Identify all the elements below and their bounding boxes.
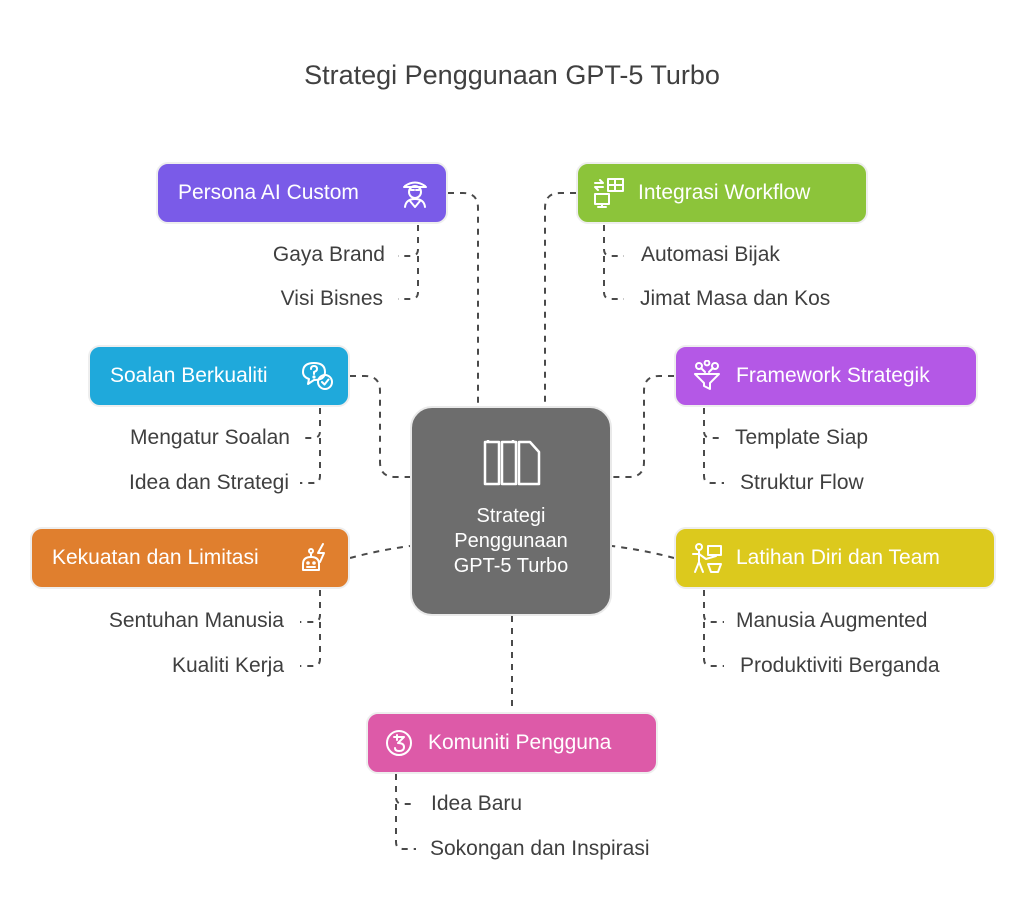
- columns-icon: [483, 440, 541, 486]
- branch-framework-2: [703, 438, 724, 484]
- connector-soalan: [350, 375, 410, 478]
- connector-persona: [448, 192, 479, 406]
- center-node: Strategi Penggunaan GPT-5 Turbo: [410, 406, 612, 616]
- node-latihan-label: Latihan Diri dan Team: [736, 546, 940, 569]
- node-komuniti: Komuniti Pengguna: [366, 712, 658, 774]
- branch-komuniti-2: [395, 804, 416, 850]
- center-label-line-2: Penggunaan: [454, 530, 568, 552]
- branch-komuniti-1: [395, 774, 416, 805]
- branch-persona-2: [398, 256, 419, 300]
- node-persona-label: Persona AI Custom: [178, 181, 359, 204]
- branch-soalan-2: [300, 438, 321, 484]
- node-latihan: Latihan Diri dan Team: [674, 527, 996, 589]
- center-label: Strategi Penggunaan GPT-5 Turbo: [412, 504, 610, 579]
- robot-bolt-icon: [300, 541, 334, 575]
- connector-latihan: [611, 545, 675, 559]
- node-integrasi-label: Integrasi Workflow: [638, 181, 811, 204]
- node-soalan: Soalan Berkualiti: [88, 345, 350, 407]
- connector-framework: [612, 375, 674, 478]
- connector-kekuatan: [349, 545, 411, 559]
- latihan-item-1: Manusia Augmented: [736, 609, 928, 632]
- center-label-line-3: GPT-5 Turbo: [453, 555, 569, 577]
- latihan-item-2: Produktiviti Berganda: [740, 654, 940, 677]
- node-komuniti-label: Komuniti Pengguna: [428, 731, 612, 754]
- center-label-line-1: Strategi: [476, 505, 546, 527]
- branch-integrasi-2: [603, 256, 624, 300]
- integrasi-item-1: Automasi Bijak: [641, 243, 780, 266]
- node-integrasi: Integrasi Workflow: [576, 162, 868, 224]
- branch-kekuatan-2: [300, 622, 321, 667]
- branch-soalan-1: [300, 408, 321, 439]
- branch-kekuatan-1: [300, 590, 321, 623]
- funnel-icon: [690, 359, 724, 393]
- branch-latihan-1: [703, 590, 724, 623]
- framework-item-1: Template Siap: [735, 426, 869, 449]
- node-kekuatan: Kekuatan dan Limitasi: [30, 527, 350, 589]
- integrasi-item-2: Jimat Masa dan Kos: [640, 287, 831, 310]
- teacher-icon: [690, 541, 724, 575]
- kekuatan-item-2: Kualiti Kerja: [171, 654, 284, 677]
- persona-icon: [398, 176, 432, 210]
- workflow-icon: [592, 176, 626, 210]
- persona-item-2: Visi Bisnes: [280, 287, 383, 310]
- kekuatan-item-1: Sentuhan Manusia: [108, 609, 284, 632]
- soalan-item-2: Idea dan Strategi: [129, 471, 289, 494]
- node-framework-label: Framework Strategik: [736, 364, 930, 387]
- branch-integrasi-1: [603, 225, 624, 257]
- komuniti-item-1: Idea Baru: [431, 792, 523, 815]
- branch-latihan-2: [703, 622, 724, 667]
- branch-framework-1: [703, 408, 724, 439]
- komuniti-item-2: Sokongan dan Inspirasi: [430, 837, 650, 860]
- persona-item-1: Gaya Brand: [272, 243, 385, 266]
- branch-persona-1: [398, 225, 419, 257]
- connector-integrasi: [544, 192, 576, 406]
- question-chat-icon: [300, 359, 334, 393]
- soalan-item-1: Mengatur Soalan: [130, 426, 290, 449]
- node-kekuatan-label: Kekuatan dan Limitasi: [52, 546, 259, 569]
- framework-item-2: Struktur Flow: [740, 471, 864, 494]
- tezos-coin-icon: [382, 726, 416, 760]
- diagram-title: Strategi Penggunaan GPT-5 Turbo: [304, 60, 720, 90]
- node-soalan-label: Soalan Berkualiti: [110, 364, 268, 387]
- node-framework: Framework Strategik: [674, 345, 978, 407]
- node-persona: Persona AI Custom: [156, 162, 448, 224]
